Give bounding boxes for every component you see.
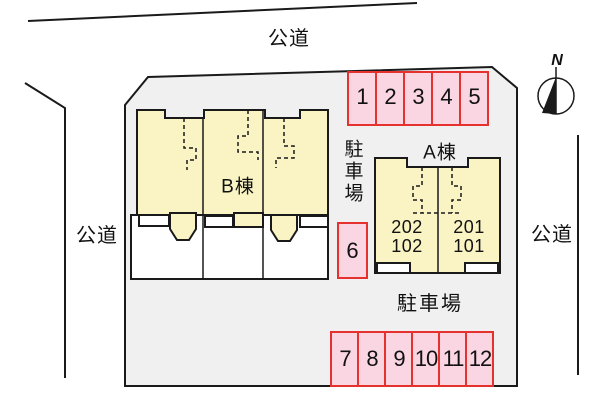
road-left-line — [24, 82, 66, 378]
parking-space-number-12: 12 — [468, 346, 493, 371]
parking-space-number-9: 9 — [393, 346, 405, 371]
parking-space-number-3: 3 — [412, 84, 424, 109]
parking-space-box-6 — [337, 222, 368, 279]
building-a-stairs-left — [412, 167, 423, 213]
parking-space-box-3 — [403, 71, 433, 126]
parking-space-box-11 — [438, 331, 467, 387]
parking-space-number-5: 5 — [468, 84, 480, 109]
parking-space-number-1: 1 — [356, 84, 368, 109]
building-a-unit-202-label: 202 — [391, 217, 423, 237]
building-b-entry-3 — [299, 215, 329, 228]
parking-area-label-bottom: 駐車場 — [397, 293, 463, 315]
building-b-outline — [136, 109, 329, 216]
building-a-label: A棟 — [423, 142, 457, 164]
road-label-top: 公道 — [268, 28, 310, 50]
parking-row-bottom — [330, 331, 494, 387]
building-b-stairs-3 — [275, 118, 295, 168]
parking-space-number-2: 2 — [384, 84, 396, 109]
building-b — [130, 109, 329, 280]
parking-area-label-side: 駐車場 — [341, 139, 363, 205]
parking-space-box-4 — [431, 71, 461, 126]
building-a-unit-101-label: 101 — [453, 236, 485, 256]
building-b-label: B棟 — [221, 176, 255, 198]
building-a-unit-102-label: 102 — [391, 236, 423, 256]
compass-needle-icon — [542, 77, 556, 114]
building-b-porch-3 — [270, 214, 298, 242]
parking-space-number-7: 7 — [339, 346, 351, 371]
parking-row-top — [347, 71, 489, 126]
building-a-entry-left — [376, 262, 411, 274]
parking-space-box-12 — [465, 331, 494, 387]
building-b-entry-2 — [204, 215, 234, 228]
parking-space-number-6: 6 — [346, 238, 358, 263]
parking-space-box-2 — [375, 71, 405, 126]
compass-north-label: N — [551, 52, 563, 69]
building-b-porch-2 — [233, 212, 264, 228]
parking-space-box-5 — [459, 71, 489, 126]
compass — [537, 67, 575, 115]
parking-space-number-11: 11 — [442, 346, 465, 371]
building-b-stairs-1 — [183, 118, 197, 170]
building-b-porch-1 — [169, 212, 197, 241]
road-top-line — [27, 2, 418, 22]
building-b-stairs-2 — [237, 110, 259, 160]
parking-space-number-8: 8 — [366, 346, 378, 371]
road-label-left: 公道 — [76, 225, 118, 247]
parking-space-number-4: 4 — [440, 84, 452, 109]
building-a-stairs-right — [451, 167, 462, 213]
building-a-unit-201-label: 201 — [453, 217, 485, 237]
parking-space-box-9 — [384, 331, 413, 387]
building-a — [374, 157, 501, 274]
building-b-entry-1 — [138, 214, 170, 227]
road-label-right: 公道 — [531, 224, 573, 246]
parking-space-number-10: 10 — [414, 346, 439, 371]
building-a-entry-right — [464, 262, 499, 274]
